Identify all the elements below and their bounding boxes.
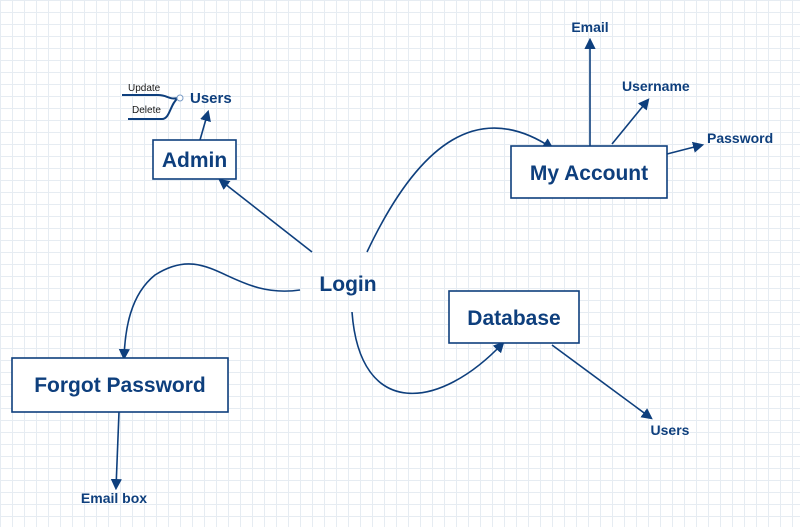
node-email[interactable]: Email (571, 19, 608, 35)
edge-login-admin (218, 178, 313, 253)
my-account-label: My Account (530, 162, 648, 185)
users-actions-branch: Update Delete (122, 83, 184, 120)
database-box (448, 290, 580, 344)
node-admin[interactable]: Admin (152, 139, 237, 180)
edge-my-account-password (666, 141, 705, 155)
update-action-label[interactable]: Update (128, 83, 161, 94)
node-forgot-password[interactable]: Forgot Password (11, 357, 229, 413)
edge-login-forgot-password (118, 263, 301, 361)
node-admin-users[interactable]: Users (190, 90, 232, 107)
edge-database-users (551, 344, 653, 420)
branch-connector-dot (176, 94, 184, 102)
edge-login-database (351, 311, 505, 395)
delete-branch-line (128, 97, 179, 120)
my-account-box (510, 145, 668, 199)
node-database-users[interactable]: Users (651, 422, 690, 438)
node-email-box[interactable]: Email box (81, 490, 147, 506)
update-branch-line (122, 94, 179, 100)
node-my-account[interactable]: My Account (510, 145, 668, 199)
node-database[interactable]: Database (448, 290, 580, 344)
database-label: Database (467, 307, 560, 330)
node-username[interactable]: Username (622, 78, 690, 94)
forgot-password-label: Forgot Password (34, 374, 206, 397)
delete-action-label[interactable]: Delete (132, 105, 161, 116)
admin-label: Admin (162, 149, 227, 172)
node-login[interactable]: Login (319, 273, 376, 296)
edge-my-account-username (611, 98, 650, 145)
admin-box (152, 139, 237, 180)
node-password[interactable]: Password (707, 130, 773, 146)
edge-forgot-password-email-box (110, 411, 122, 491)
edge-admin-users (199, 109, 211, 141)
edge-login-my-account (366, 127, 554, 253)
forgot-password-box (11, 357, 229, 413)
